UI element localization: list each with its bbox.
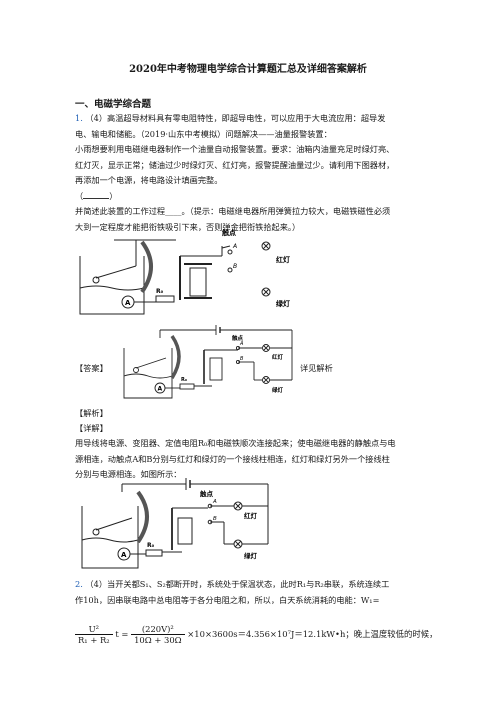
q1-line7: 并简述此装置的工作过程____。（提示：电磁继电器所用弹簧拉力较大，电磁铁磁性必…: [75, 206, 391, 216]
float-rod: [95, 265, 137, 279]
q2-paragraph: 2. （4）当开关都S₁、S₂都断开时，系统处于保温状态，此时R₁与R₂串联，系…: [75, 577, 431, 608]
electromagnet-coil: [189, 267, 207, 297]
fig2-resistor: R₀: [181, 377, 187, 383]
fig1-green-lamp: 绿灯: [276, 299, 290, 308]
resistor-r0: [155, 295, 175, 303]
fig1-contact-label: 触点: [221, 228, 236, 237]
q2-line1: （4）当开关都S₁、S₂都断开时，系统处于保温状态，此时R₁与R₂串联，系统连续…: [85, 579, 390, 589]
q1-answer-blank[interactable]: [83, 189, 110, 199]
fig2-point-a: A: [239, 341, 244, 347]
detail-paragraph: 用导线将电源、变阻器、定值电阻R₀和电磁铁顺次连接起来；使电磁继电器的静触点与电…: [75, 436, 431, 483]
frac1-numerator: U²: [75, 624, 113, 635]
fig3-ammeter: A: [121, 551, 127, 559]
formula-t-eq: t =: [115, 629, 129, 639]
analysis-label: 【解析】: [75, 408, 108, 418]
frac2-numerator: (220V)²: [131, 624, 185, 635]
q1-blank-close: ）: [109, 190, 118, 201]
rheostat-arc: [140, 240, 153, 294]
fig3-green-lamp: 绿灯: [244, 551, 258, 560]
q1-line3: 小雨想要利用电磁继电器制作一个油量自动报警装置。要求：油箱内油量充足时绿灯亮、: [75, 144, 395, 154]
frac2-denominator: 10Ω + 30Ω: [134, 635, 182, 645]
oil-tank: [79, 256, 145, 315]
red-lamp-icon: [261, 241, 271, 251]
q1-line8: 大到一定程度才能把衔铁吸引下来，否则弹金把衔铁拾起来。）: [75, 221, 301, 232]
answer-note: 详见解析: [300, 363, 333, 373]
fig1-red-lamp: 红灯: [276, 255, 290, 264]
detail-line2: 源相连，动触点A和B分别与红灯和绿灯的一个接线柱相连，红灯和绿灯另外一个接线柱: [75, 453, 390, 464]
q1-line2: 电、输电和储能。（2019·山东中考模拟）问题解决——油量报警装置：: [75, 128, 332, 139]
circuit-figure-answer: 触点 A B 红灯 绿灯 A R₀: [123, 325, 293, 399]
formula-tail: ×10×3600s＝4.356×10⁷J＝12.1kW•h；晚上温度较低的时候，: [187, 629, 438, 639]
fig3-resistor: R₀: [147, 542, 155, 549]
q1-paragraph: 1. （4）高温超导材料具有零电阻特性，即超导电性，可以应用于大电流应用：超导发…: [75, 111, 431, 235]
detail-label: 【详解】: [75, 423, 108, 433]
fig2-point-b: B: [240, 356, 244, 362]
fig3-point-a: A: [212, 499, 217, 505]
fig3-contact-label: 触点: [199, 489, 214, 498]
q1-line4: 红灯灭，显示正常；储油过少时绿灯灭、红灯亮，报警提醒油量过少。请利用下图器材，: [75, 159, 395, 170]
detail-line3: 分别与电源相连。如图所示：: [75, 469, 182, 479]
fig3-point-b: B: [213, 516, 217, 522]
circuit-figure-detail: 触点 A B 红灯 绿灯 A R₀: [81, 478, 269, 569]
fig2-ammeter: A: [158, 386, 163, 393]
circuit-figure-question: 触点 A B 红灯 绿灯 A R₀: [79, 228, 290, 315]
q1-number: 1.: [75, 113, 83, 123]
fig2-red-lamp: 红灯: [272, 353, 284, 361]
answer-label: 【答案】: [75, 363, 108, 373]
float-icon: [92, 276, 100, 284]
frac1-denominator: R₁ + R₂: [78, 635, 110, 645]
q1-blank-open: （: [75, 190, 84, 201]
fig1-point-a: A: [232, 243, 237, 250]
document-title: 2020年中考物理电学综合计算题汇总及详细答案解析: [129, 64, 367, 75]
q1-line1: （4）高温超导材料具有零电阻特性，即超导电性，可以应用于大电流应用：超导发: [85, 113, 386, 123]
fig2-contact-label: 触点: [232, 334, 244, 342]
contact-b-icon: [227, 267, 233, 273]
fig1-resistor: R₀: [156, 288, 164, 295]
oil-surface: [79, 285, 145, 291]
detail-line1: 用导线将电源、变阻器、定值电阻R₀和电磁铁顺次连接起来；使电磁继电器的静触点与电: [75, 438, 396, 448]
q1-line5: 再添加一个电源，将电路设计填画完整。: [75, 175, 223, 185]
section-heading: 一、电磁学综合题: [75, 99, 152, 110]
q2-line2: 作10h，因串联电路中总电阻等于各分电阻之和，所以，白天系统消耗的电能：W₁=: [75, 594, 380, 605]
fig1-point-b: B: [233, 263, 237, 270]
green-lamp-icon: [261, 287, 271, 297]
q2-number: 2.: [75, 579, 83, 589]
fig3-red-lamp: 红灯: [244, 511, 258, 520]
contact-a-icon: [227, 249, 233, 255]
fig2-green-lamp: 绿灯: [272, 386, 284, 394]
fig1-ammeter: A: [125, 299, 131, 307]
